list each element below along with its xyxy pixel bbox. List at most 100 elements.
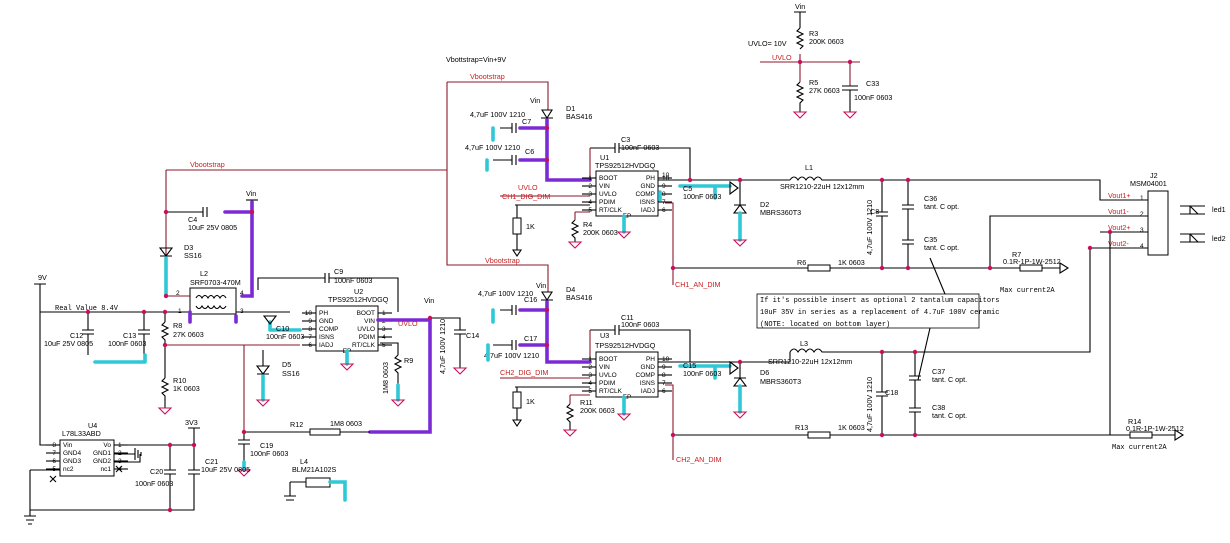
r3-ref: R3 bbox=[809, 29, 818, 38]
uvlo-net-u1: UVLO bbox=[518, 183, 538, 192]
u2-rpin-4: RT/CLK bbox=[352, 342, 376, 349]
r5-val: 27K 0603 bbox=[809, 86, 840, 95]
c12-val: 10uF 25V 0805 bbox=[44, 339, 93, 348]
junction-dot bbox=[912, 432, 918, 438]
note-line-1: If it's possible insert as optional 2 ta… bbox=[760, 297, 999, 305]
c38-ref: C38 bbox=[932, 403, 945, 412]
vbootstrap-net-2: Vbootstrap bbox=[485, 256, 520, 265]
junction-dot bbox=[1087, 245, 1093, 251]
j2-part: MSM04001 bbox=[1130, 179, 1167, 188]
junction-dot bbox=[987, 265, 993, 271]
vin-label-top: Vin bbox=[795, 2, 805, 11]
c4-val: 10uF 25V 0805 bbox=[188, 223, 237, 232]
c12-ref: C12 bbox=[70, 331, 83, 340]
vbootstrap-net-3: Vbootstrap bbox=[190, 160, 225, 169]
junction-dots bbox=[85, 59, 1113, 513]
c15-ref: C15 bbox=[683, 361, 696, 370]
u1-pin10-num: 10 bbox=[662, 172, 670, 179]
boost-u2: Vin C4 10uF 25V 0805 D3 SS16 L2 SRF0703-… bbox=[34, 189, 479, 477]
u4-lpin-0: Vin bbox=[63, 442, 73, 449]
ch2-dig-dim-net: CH2_DIG_DIM bbox=[500, 368, 548, 377]
led1-label: led1 bbox=[1212, 205, 1226, 214]
c35-ref: C35 bbox=[924, 235, 937, 244]
d5-ref: D5 bbox=[282, 360, 291, 369]
r10-ref: R10 bbox=[173, 376, 186, 385]
u1-rpin-1: GND bbox=[641, 183, 656, 190]
note-box: If it's possible insert as optional 2 ta… bbox=[756, 257, 999, 381]
r13-val: 1K 0603 bbox=[838, 423, 865, 432]
junction-dot bbox=[163, 209, 169, 215]
c3-ref: C3 bbox=[621, 135, 630, 144]
junction-dot bbox=[737, 177, 743, 183]
c14-val: 4,7uF 100V 1210 bbox=[438, 319, 447, 374]
u3-ep: EP bbox=[623, 394, 632, 401]
led2-label: led2 bbox=[1212, 234, 1226, 243]
junction-dot bbox=[162, 309, 168, 315]
u4-rpin-2: GND2 bbox=[93, 458, 111, 465]
u3-rpin-2: COMP bbox=[636, 372, 656, 379]
c16-ref: C16 bbox=[524, 295, 537, 304]
j2-ref: J2 bbox=[1150, 171, 1158, 180]
junction-dot bbox=[670, 265, 676, 271]
l4-ref: L4 bbox=[300, 457, 308, 466]
u1-rpin-0: PH bbox=[646, 175, 655, 182]
u2-lpin-3: ISNS bbox=[319, 334, 335, 341]
junction-dot bbox=[670, 432, 676, 438]
junction-dot bbox=[905, 177, 911, 183]
l2-pin2: 2 bbox=[176, 290, 180, 297]
junction-dot bbox=[544, 307, 550, 313]
d3-val: SS16 bbox=[184, 251, 202, 260]
c9-val: 100nF 0603 bbox=[334, 276, 372, 285]
d2-val: MBRS360T3 bbox=[760, 208, 801, 217]
junction-dot bbox=[249, 209, 255, 215]
l3-ref: L3 bbox=[800, 339, 808, 348]
l2-ref: L2 bbox=[200, 269, 208, 278]
vout1n-net: Vout1- bbox=[1108, 207, 1129, 216]
c7-ref: C7 bbox=[522, 117, 531, 126]
u4-lpin-1: GND4 bbox=[63, 450, 81, 457]
u3-rpin-4: IADJ bbox=[641, 388, 655, 395]
r12-val: 1M8 0603 bbox=[330, 419, 362, 428]
vin-label-l2: Vin bbox=[246, 189, 256, 198]
c15-val: 100nF 0603 bbox=[683, 369, 721, 378]
c16-val: 4,7uF 100V 1210 bbox=[478, 289, 533, 298]
u3-lpin-4: RT/CLK bbox=[599, 388, 623, 395]
u3-ref: U3 bbox=[600, 331, 609, 340]
c5-val: 100nF 0603 bbox=[683, 192, 721, 201]
c10-ref: C10 bbox=[276, 324, 289, 333]
junction-dot bbox=[544, 125, 550, 131]
u2-rpin-2: UVLO bbox=[357, 326, 375, 333]
ch1-dig-dim-net: CH1_DIG_DIM bbox=[502, 192, 550, 201]
c9-ref: C9 bbox=[334, 267, 343, 276]
junction-dot bbox=[427, 315, 433, 321]
d1-val: BAS416 bbox=[566, 112, 592, 121]
r5-ref: R5 bbox=[809, 78, 818, 87]
junction-dot bbox=[544, 157, 550, 163]
d6-ref: D6 bbox=[760, 368, 769, 377]
u1-rpin-4: IADJ bbox=[641, 207, 655, 214]
u2-lpin-2: COMP bbox=[319, 326, 339, 333]
uvlo-net-u2: UVLO bbox=[398, 319, 418, 328]
u2-rpin-3: PDIM bbox=[359, 334, 375, 341]
r11-val: 200K 0603 bbox=[580, 406, 615, 415]
vbootstrap-eq-label: Vbottstrap=Vin+9V bbox=[446, 55, 506, 64]
channel-2: Vin D4 BAS416 C16 4,7uF 100V 1210 C17 4,… bbox=[478, 232, 1185, 464]
junction-dot bbox=[141, 309, 147, 315]
r13-ref: R13 bbox=[795, 423, 808, 432]
j2-pin1: 1 bbox=[1140, 195, 1144, 202]
vout1p-net: Vout1+ bbox=[1108, 191, 1131, 200]
c21-val: 10uF 25V 0805 bbox=[201, 465, 250, 474]
u2-part: TPS92512HVDGQ bbox=[328, 295, 389, 304]
junction-dot bbox=[544, 342, 550, 348]
vout2n-net: Vout2- bbox=[1108, 239, 1129, 248]
u1-rpin-2: COMP bbox=[636, 191, 656, 198]
c11-val: 100nF 0603 bbox=[621, 320, 659, 329]
c11-ref: C11 bbox=[621, 313, 634, 322]
u3-part: TPS92512HVDGQ bbox=[595, 341, 656, 350]
c20-val: 100nF 0603 bbox=[135, 479, 173, 488]
vbootstrap-nets: Vbottstrap=Vin+9V Vbootstrap Vbootstrap … bbox=[165, 55, 549, 297]
u2-lpin-1: GND bbox=[319, 318, 334, 325]
r8-val: 27K 0603 bbox=[173, 330, 204, 339]
c10-val: 100nF 0603 bbox=[266, 332, 304, 341]
